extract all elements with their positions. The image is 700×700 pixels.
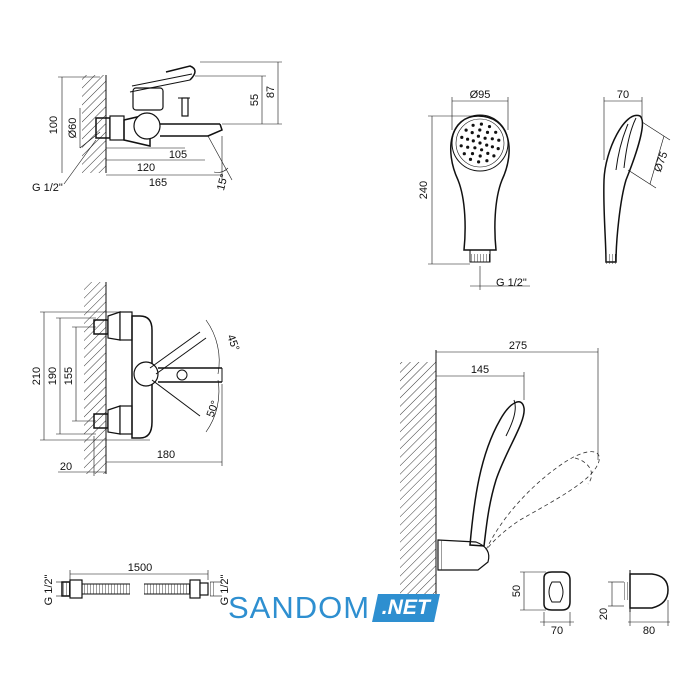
nozzle-dot (462, 152, 466, 156)
dim-text: 210 (31, 367, 43, 385)
dim-text: 50 (511, 585, 523, 597)
nozzle-dot (487, 125, 492, 129)
nozzle-dot (483, 136, 487, 140)
wall-hatch (84, 282, 106, 474)
dim-text: 165 (149, 177, 167, 189)
dim-text: 1500 (128, 562, 152, 574)
mixer-side-view: 100 Ø60 55 87 105 120 165 15° G 1/2" (32, 61, 282, 194)
dim-text: 20 (60, 461, 72, 473)
nozzle-dot (478, 141, 482, 145)
dim-text: 15° (215, 173, 231, 192)
nozzle-dot (497, 138, 501, 142)
holder-side-view: 20 80 (598, 570, 670, 637)
dim-text: 20 (598, 608, 610, 620)
nozzle-dot (480, 148, 484, 152)
nozzle-dot (470, 131, 474, 135)
nozzle-dot (486, 151, 490, 155)
nozzle-dot (459, 144, 463, 148)
nozzle-dot (476, 134, 480, 138)
holder-front-view: 50 70 (511, 571, 574, 637)
dim-text: Ø75 (652, 150, 670, 174)
nozzle-dot (490, 137, 494, 141)
wall-hatch (82, 75, 106, 173)
dim-text: Ø95 (470, 89, 491, 101)
hand-shower-side-view: 70 Ø75 (603, 89, 670, 264)
nozzle-dot (471, 139, 475, 143)
dim-text: 180 (157, 449, 175, 461)
nozzle-dot (479, 122, 483, 126)
nozzle-dot (477, 160, 481, 164)
dim-text: 120 (137, 162, 155, 174)
mixer-body (95, 65, 223, 147)
dim-text: G 1/2" (32, 182, 63, 194)
nozzle-dot (473, 146, 477, 150)
holder-installation-view: 275 145 (400, 340, 600, 600)
dim-text: 87 (265, 86, 277, 98)
hose-view: 1500 G 1/2" G 1/2" (43, 562, 231, 605)
dim-text: 45° (224, 333, 241, 353)
nozzle-dot (468, 157, 473, 161)
mixer-front-view: 45° 50° 210 190 155 20 180 (31, 282, 241, 476)
nozzle-dots (459, 122, 501, 164)
nozzle-dot (494, 130, 498, 134)
dim-text: Ø60 (67, 118, 79, 139)
dim-text: 70 (551, 625, 563, 637)
nozzle-dot (490, 145, 494, 149)
dim-text: G 1/2" (496, 277, 527, 289)
dim-text: 105 (169, 149, 187, 161)
dim-text: 50° (205, 399, 222, 419)
nozzle-dot (466, 137, 470, 141)
dim-text: 100 (48, 116, 60, 134)
dim-text: 70 (617, 89, 629, 101)
dim-text: 190 (47, 367, 59, 385)
brand-name: SANDOM (228, 590, 371, 625)
nozzle-dot (492, 154, 496, 158)
dim-text: 145 (471, 364, 489, 376)
nozzle-dot (496, 147, 500, 151)
nozzle-dot (485, 159, 489, 163)
nozzle-dot (478, 154, 482, 158)
brand-tld: .NET (372, 594, 440, 622)
nozzle-dot (485, 143, 489, 147)
nozzle-dot (471, 123, 475, 127)
hand-shower-front-view: Ø95 240 G 1/2" (418, 89, 530, 290)
nozzle-dot (470, 152, 475, 156)
dim-text: 155 (63, 367, 75, 385)
nozzle-dot (460, 135, 464, 139)
dim-text: G 1/2" (43, 575, 55, 606)
nozzle-dot (464, 128, 468, 132)
nozzle-dot (485, 130, 490, 134)
dim-text: 275 (509, 340, 527, 352)
dim-text: G 1/2" (219, 575, 231, 606)
nozzle-dot (466, 145, 470, 149)
wall-hatch (400, 362, 436, 600)
dim-text: 55 (249, 94, 261, 106)
watermark-logo: SANDOM .NET (228, 590, 440, 626)
dim-text: 80 (643, 625, 655, 637)
dim-text: 240 (418, 181, 430, 199)
nozzle-dot (478, 128, 482, 132)
